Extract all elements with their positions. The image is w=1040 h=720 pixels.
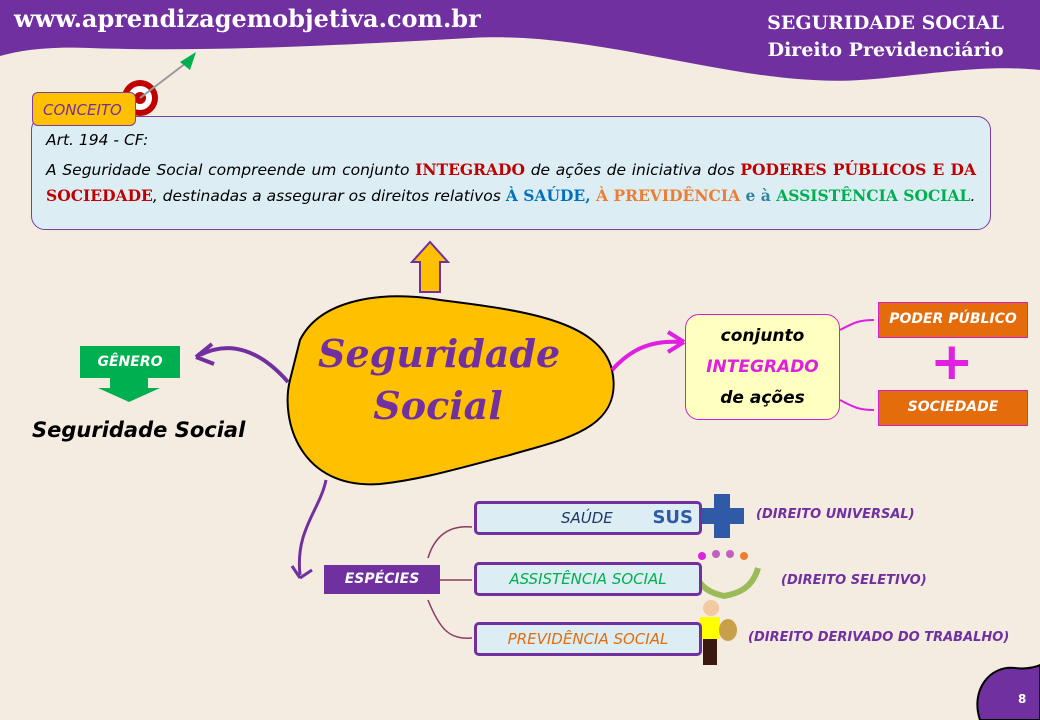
header-wave [0,0,1040,81]
concept-box: Art. 194 - CF: A Seguridade Social compr… [31,116,991,230]
arrow-to-genero [199,346,290,384]
poder-publico-box: PODER PÚBLICO [878,302,1028,338]
note-seletivo: (DIREITO SELETIVO) [781,573,927,588]
page-blob [976,663,1040,720]
sus-logo: SUS [652,507,693,528]
page-number: 8 [1018,692,1027,706]
species-previdencia: PREVIDÊNCIA SOCIAL [474,622,702,656]
site-url: www.aprendizagemobjetiva.com.br [14,4,481,33]
note-universal: (DIREITO UNIVERSAL) [756,507,915,522]
elderly-man-icon [700,600,737,665]
subtitle: Direito Previdenciário [767,39,1004,61]
arrow-to-conjunto [610,339,681,372]
concept-text: A Seguridade Social compreende um conjun… [46,160,976,205]
arrow-to-especies [297,479,328,576]
up-arrow [409,240,451,293]
genero-value: Seguridade Social [32,418,246,442]
especies-label: ESPÉCIES [324,565,440,594]
plus-sign: + [930,332,974,392]
genero-label: GÊNERO [80,346,180,378]
sus-cross-icon [700,494,744,538]
hands-people-icon [691,550,761,600]
genero-down-arrow [98,378,160,402]
center-blob [286,295,615,486]
species-assistencia: ASSISTÊNCIA SOCIAL [474,562,702,596]
title: SEGURIDADE SOCIAL [767,12,1004,34]
concept-tag: CONCEITO [32,92,136,126]
header-title: SEGURIDADE SOCIAL Direito Previdenciário [767,10,1004,64]
note-derivado: (DIREITO DERIVADO DO TRABALHO) [748,630,1010,645]
article-ref: Art. 194 - CF: [46,131,149,149]
sociedade-box: SOCIEDADE [878,390,1028,426]
